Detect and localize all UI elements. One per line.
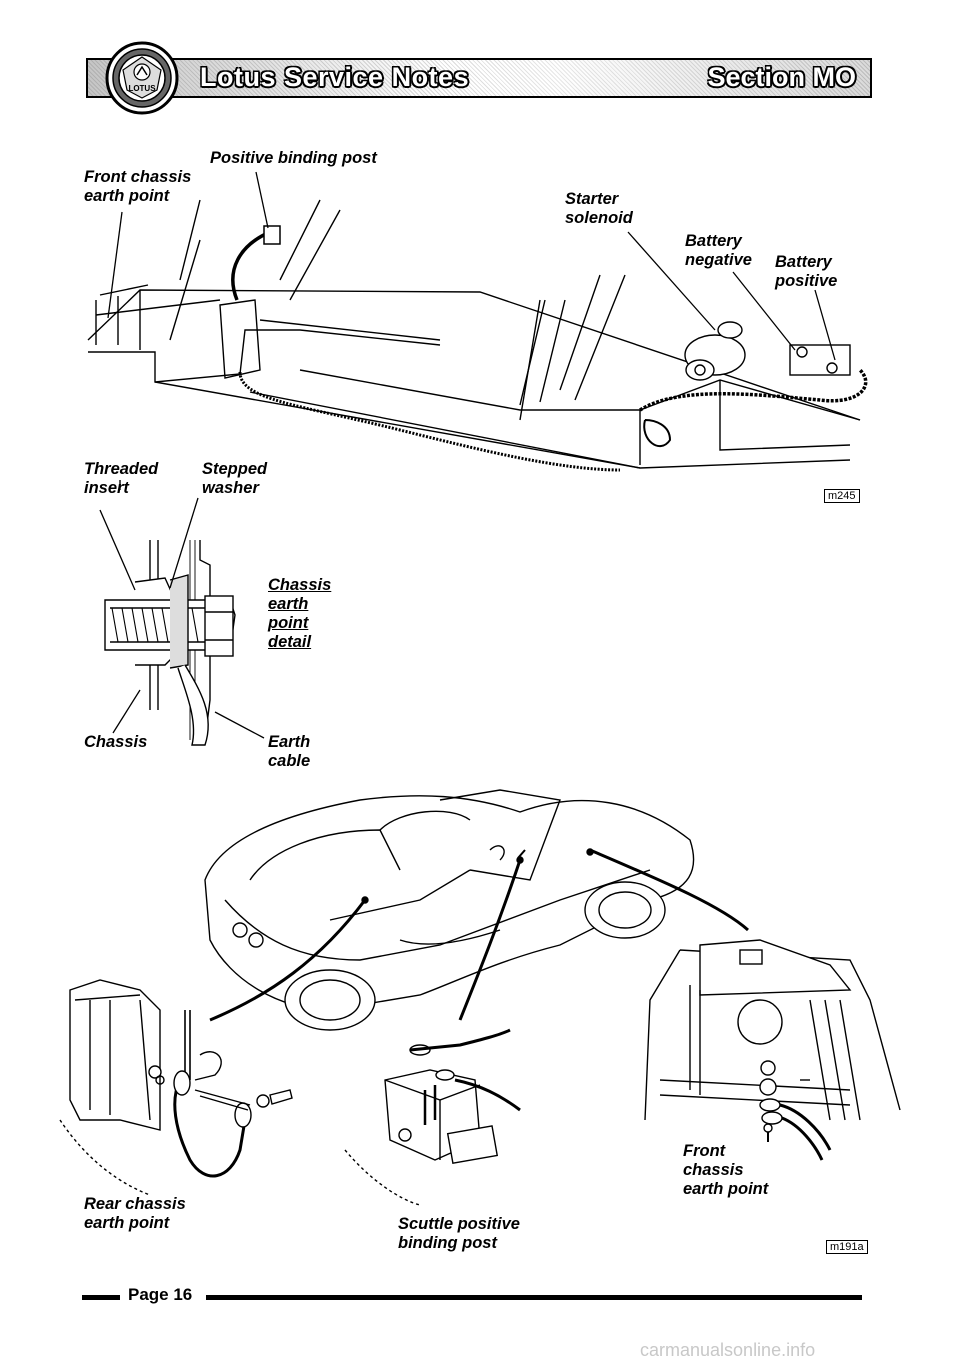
car-drawing [204, 789, 695, 1031]
chassis-rail-drawing [87, 199, 861, 469]
section-label: Section MO [707, 62, 856, 92]
page-title: Lotus Service Notes [200, 62, 470, 92]
top-leader-lines [107, 171, 836, 361]
rear-earth-point-drawing [59, 979, 293, 1196]
scuttle-binding-post-drawing [344, 1028, 521, 1206]
positive-binding-post-drawing [263, 225, 281, 245]
battery-terminals-drawing [639, 344, 868, 448]
starter-solenoid-drawing [684, 321, 746, 381]
earth-cable-drawing [238, 371, 621, 472]
label-stepped-washer: Stepped washer [202, 460, 268, 497]
label-front-chassis-earth-point-inset: Front chassis earth point [683, 1142, 769, 1198]
page-number: Page 16 [128, 1285, 193, 1304]
logo-lettering: LOTUS [128, 84, 156, 93]
positive-lead-drawing [231, 230, 271, 301]
detail-leader-lines [99, 497, 265, 739]
label-chassis: Chassis [84, 733, 148, 751]
header-shading [88, 60, 870, 96]
label-rear-chassis-earth-point: Rear chassis earth point [84, 1195, 186, 1232]
footer-rule-left [82, 1295, 120, 1300]
label-battery-positive: Battery positive [775, 253, 838, 290]
figure-ref-top: m245 [824, 489, 860, 503]
label-earth-cable: Earth cable [268, 733, 311, 770]
front-earth-point-drawing [644, 939, 901, 1161]
label-positive-binding-post: Positive binding post [210, 149, 377, 167]
footer-rule-right [206, 1295, 862, 1300]
label-front-chassis-earth-point: Front chassis earth point [84, 168, 192, 205]
watermark: carmanualsonline.info [640, 1340, 816, 1360]
earth-point-detail-drawing [104, 480, 236, 746]
header-banner: Lotus Service Notes Section MO [86, 58, 872, 98]
figure-ref-bottom: m191a [826, 1240, 868, 1254]
car-pointer-lines [209, 848, 749, 1022]
label-threaded-insert: Threaded insert [84, 460, 159, 497]
label-starter-solenoid: Starter solenoid [565, 190, 633, 227]
label-battery-negative: Battery negative [685, 232, 752, 269]
label-chassis-earth-point-detail: Chassis earth point detail [268, 576, 332, 651]
lotus-logo-icon: LOTUS [105, 41, 179, 115]
label-scuttle-positive-binding-post: Scuttle positive binding post [398, 1215, 520, 1252]
